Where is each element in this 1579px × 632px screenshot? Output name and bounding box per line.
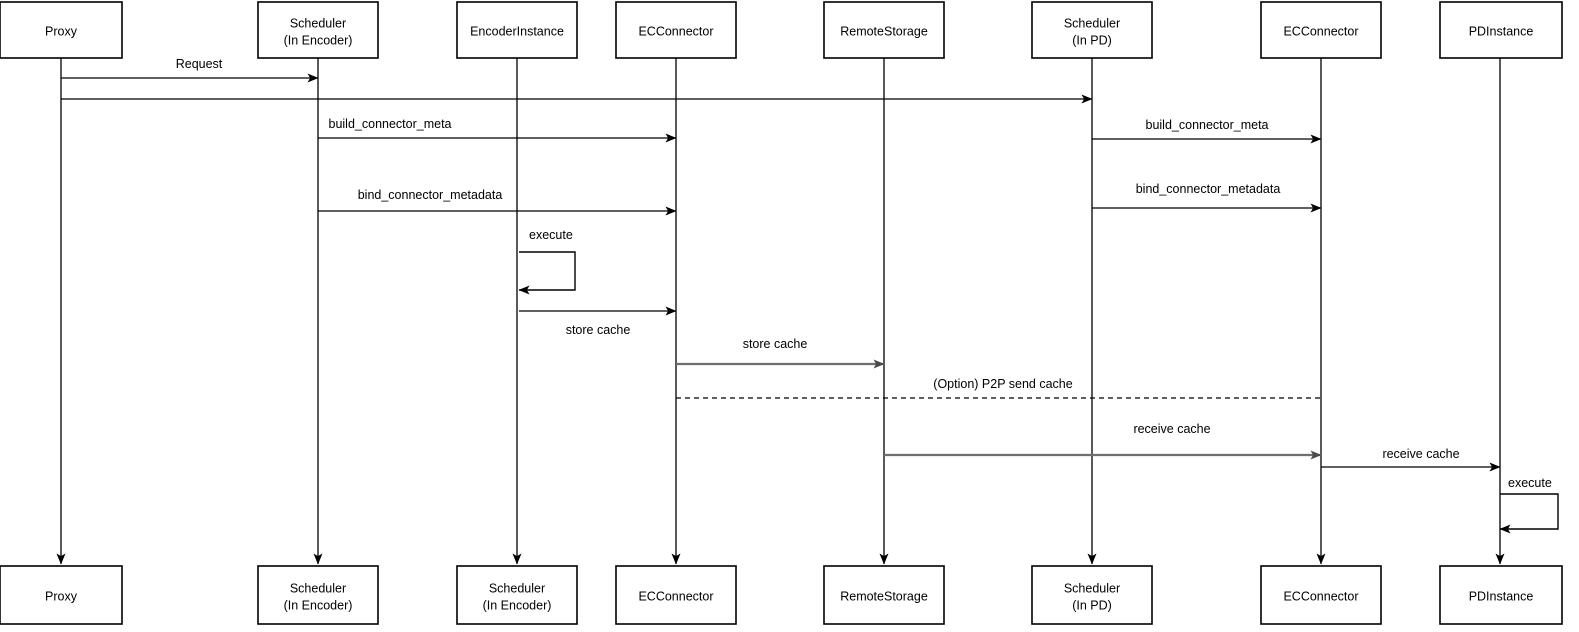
participant-box-bottom-encoder_inst[interactable]: [456, 565, 578, 625]
participant-box-bottom-remote_store[interactable]: [823, 565, 945, 625]
message-label-m6: bind_connector_metadata: [1136, 182, 1281, 196]
participant-label-bottom-encoder_inst-line2: (In Encoder): [483, 598, 552, 612]
participant-label-bottom-pd_inst: PDInstance: [1469, 589, 1534, 603]
participant-label-bottom-ecconn_left: ECConnector: [638, 589, 713, 603]
participant-label-bottom-sched_pd-line1: Scheduler: [1064, 581, 1120, 595]
top-participant-labels: Proxy Scheduler (In Encoder) EncoderInstanc…: [0, 1, 1563, 59]
participant-box-top-remote_store[interactable]: [823, 1, 945, 59]
message-label-m8: store cache: [743, 337, 808, 351]
self-loop-execute_right[interactable]: [1499, 493, 1559, 534]
participant-label-top-ecconn_right: ECConnector: [1283, 24, 1358, 38]
message-label-m9: (Option) P2P send cache: [933, 377, 1072, 391]
message-label-m10: receive cache: [1133, 422, 1210, 436]
participant-label-bottom-ecconn_right: ECConnector: [1283, 589, 1358, 603]
participant-box-top-sched_enc[interactable]: [257, 1, 379, 59]
participant-label-bottom-sched_enc-line2: (In Encoder): [284, 598, 353, 612]
participant-box-bottom-proxy[interactable]: [0, 565, 123, 625]
participant-label-top-pd_inst: PDInstance: [1469, 24, 1534, 38]
lifelines-layer: [56, 58, 1505, 565]
participant-label-top-sched_enc-line1: Scheduler: [290, 16, 346, 30]
participant-label-bottom-sched_pd-line2: (In PD): [1072, 598, 1112, 612]
participant-label-bottom-sched_enc-line1: Scheduler: [290, 581, 346, 595]
message-label-m1: Request: [176, 57, 223, 71]
participant-label-top-sched_enc-line2: (In Encoder): [284, 33, 353, 47]
message-label-m5: bind_connector_metadata: [358, 188, 503, 202]
participant-box-bottom-sched_enc[interactable]: [257, 565, 379, 625]
participant-box-top-encoder_inst[interactable]: [456, 1, 578, 59]
participant-box-bottom-pd_inst[interactable]: [1439, 565, 1563, 625]
participant-box-top-sched_pd[interactable]: [1031, 1, 1153, 59]
participant-label-bottom-remote_store: RemoteStorage: [840, 589, 928, 603]
participant-box-top-ecconn_left[interactable]: [615, 1, 737, 59]
participant-box-top-ecconn_right[interactable]: [1260, 1, 1382, 59]
participant-label-bottom-proxy: Proxy: [45, 589, 78, 603]
bottom-participant-labels: Proxy Scheduler (In Encoder) Scheduler (In E…: [0, 565, 1563, 625]
message-label-m3: build_connector_meta: [329, 117, 452, 131]
participant-label-bottom-encoder_inst-line1: Scheduler: [489, 581, 545, 595]
participant-label-top-ecconn_left: ECConnector: [638, 24, 713, 38]
self-loop-label-execute_right: execute: [1508, 476, 1552, 490]
message-label-m4: build_connector_meta: [1146, 118, 1269, 132]
participant-box-bottom-ecconn_left[interactable]: [615, 565, 737, 625]
participant-box-bottom-ecconn_right[interactable]: [1260, 565, 1382, 625]
participant-box-bottom-sched_pd[interactable]: [1031, 565, 1153, 625]
messages-layer: Request build_connector_meta build_connect…: [61, 57, 1501, 472]
participant-box-top-proxy[interactable]: [0, 1, 123, 59]
self-loop-label-execute_left: execute: [529, 228, 573, 242]
participant-label-top-sched_pd-line2: (In PD): [1072, 33, 1112, 47]
self-loops-layer: execute execute: [518, 228, 1559, 534]
participant-label-top-remote_store: RemoteStorage: [840, 24, 928, 38]
message-label-m11: receive cache: [1382, 447, 1459, 461]
self-loop-execute_left[interactable]: [518, 251, 576, 295]
participant-label-top-sched_pd-line1: Scheduler: [1064, 16, 1120, 30]
participant-label-top-encoder_inst: EncoderInstance: [470, 24, 564, 38]
participant-box-top-pd_inst[interactable]: [1439, 1, 1563, 59]
participant-label-top-proxy: Proxy: [45, 24, 78, 38]
message-label-m7: store cache: [566, 323, 631, 337]
